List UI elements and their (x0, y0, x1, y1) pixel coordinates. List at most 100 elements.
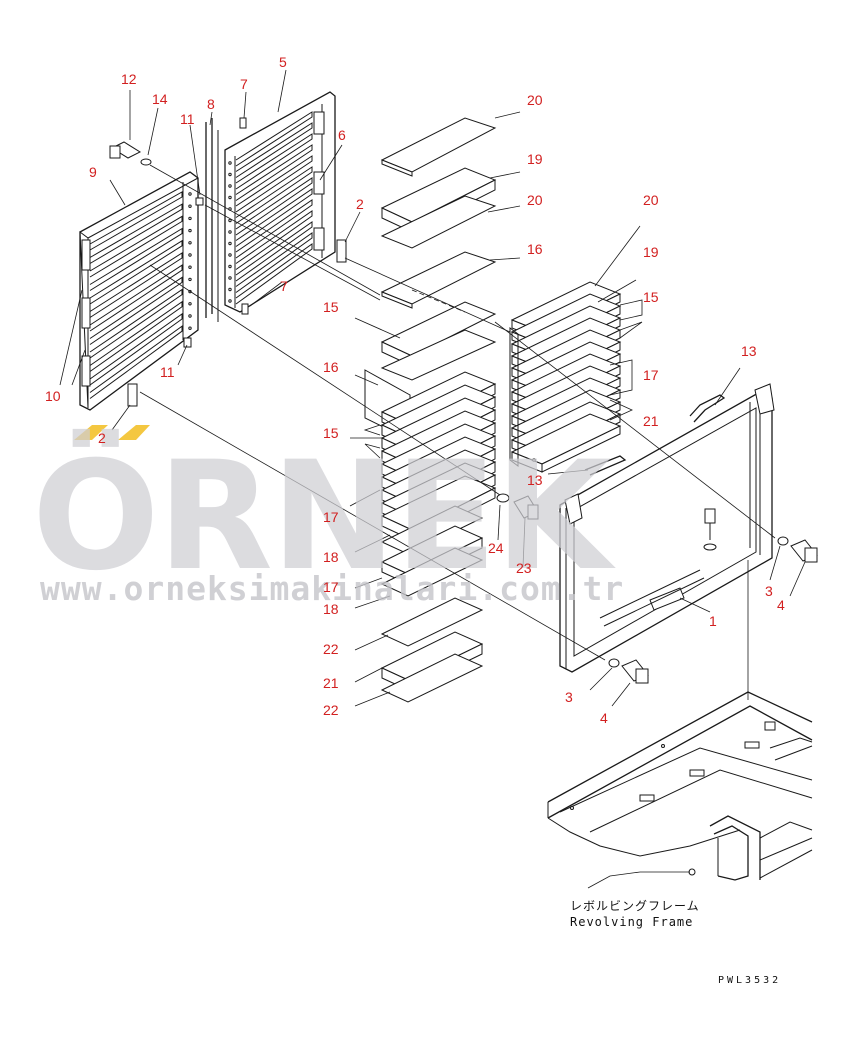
watermark-accent-icon (74, 425, 108, 440)
louver-slat (89, 215, 183, 278)
louver-slat (89, 264, 183, 332)
rivet (228, 264, 232, 269)
louver-slat (235, 232, 313, 293)
flat-plate (380, 653, 484, 703)
louver-slat (235, 111, 313, 167)
callout-11: 11 (160, 364, 175, 380)
louver-slat (89, 252, 183, 318)
callout-18: 18 (323, 549, 339, 565)
callout-3: 3 (765, 583, 773, 599)
louver-slat (235, 177, 313, 236)
rivet (188, 314, 192, 318)
rivet (188, 326, 192, 330)
callout-20: 20 (643, 192, 659, 208)
callout-13: 13 (741, 343, 757, 359)
watermark: ÖRNEK www.orneksimakinalari.com.tr (32, 425, 624, 608)
callout-labels: 12 14 8 7 5 11 9 6 2 7 10 11 2 20 19 20 … (45, 54, 785, 726)
washer-14 (140, 158, 152, 166)
revolving-frame (547, 691, 813, 889)
louver-slat (235, 133, 313, 190)
bolt-12 (109, 141, 142, 159)
callout-6: 6 (338, 127, 346, 143)
callout-5: 5 (279, 54, 287, 70)
rivet (188, 241, 192, 245)
callout-11: 11 (180, 111, 195, 127)
callout-9: 9 (89, 164, 97, 180)
plate-20-top (380, 117, 497, 177)
callout-24: 24 (488, 540, 504, 556)
slat-stack-right (510, 281, 622, 473)
louver-slat (235, 199, 313, 259)
clip-7 (241, 303, 249, 315)
callout-1: 1 (709, 613, 717, 629)
callout-7: 7 (280, 278, 288, 294)
louver-slat (89, 227, 183, 291)
rivet (228, 218, 232, 223)
louver-slat (235, 188, 313, 247)
rivet (188, 253, 192, 257)
washer-3 (777, 536, 789, 546)
callout-23: 23 (516, 560, 532, 576)
callout-15: 15 (643, 289, 659, 305)
rivet (228, 253, 232, 257)
callout-19: 19 (643, 244, 659, 260)
callout-10: 10 (45, 388, 61, 404)
assembly-lines (139, 164, 776, 700)
callout-2: 2 (356, 196, 364, 212)
louver-slat (235, 243, 313, 305)
rivet (228, 241, 232, 246)
block-11 (183, 337, 192, 348)
bolt-4 (790, 539, 818, 563)
right-stack-side (509, 327, 519, 467)
watermark-brand: ÖRNEK (32, 428, 616, 604)
callout-7: 7 (240, 76, 248, 92)
louver-slat (89, 276, 183, 345)
callout-21: 21 (643, 413, 659, 429)
hinge-icon (81, 297, 91, 329)
clip-7 (239, 117, 247, 129)
callout-22: 22 (323, 641, 339, 657)
washer-3 (608, 658, 620, 668)
rivet (228, 287, 232, 292)
hinge-icon (81, 239, 91, 271)
callout-18: 18 (323, 601, 339, 617)
hinge-icon (81, 355, 91, 387)
center-bolt (703, 508, 717, 551)
rivet (228, 276, 232, 280)
callout-4: 4 (600, 710, 608, 726)
callout-15: 15 (323, 299, 339, 315)
callout-12: 12 (121, 71, 137, 87)
callout-20: 20 (527, 92, 543, 108)
seal-strip-8 (205, 118, 219, 322)
watermark-url: www.orneksimakinalari.com.tr (40, 569, 624, 608)
callout-4: 4 (777, 597, 785, 613)
rivet (188, 265, 192, 269)
callout-3: 3 (565, 689, 573, 705)
frame-caption-japanese: レボルビングフレーム (570, 899, 700, 913)
flat-plate (380, 505, 484, 555)
rivet (188, 216, 192, 221)
louver-slat (89, 203, 183, 264)
callout-17: 17 (323, 579, 339, 595)
louver-slat (235, 221, 313, 282)
plate-16 (380, 251, 497, 309)
callout-14: 14 (152, 91, 168, 107)
louver-slat (89, 313, 183, 386)
bracket-2 (127, 383, 138, 407)
callout-16: 16 (527, 241, 543, 257)
callout-8: 8 (207, 96, 215, 112)
louver-slat (235, 155, 313, 213)
rivet (228, 184, 232, 188)
slat-15-face (541, 425, 621, 473)
frame-caption-english: Revolving Frame (570, 915, 693, 929)
louver-slat (89, 191, 183, 251)
rivet (188, 277, 192, 282)
callout-13: 13 (527, 472, 543, 488)
block-11 (195, 197, 204, 206)
lower-plates-17-18-21-22 (380, 505, 484, 703)
bolt-4 (621, 659, 649, 684)
bolt-23 (513, 495, 539, 520)
callout-2: 2 (98, 430, 106, 446)
